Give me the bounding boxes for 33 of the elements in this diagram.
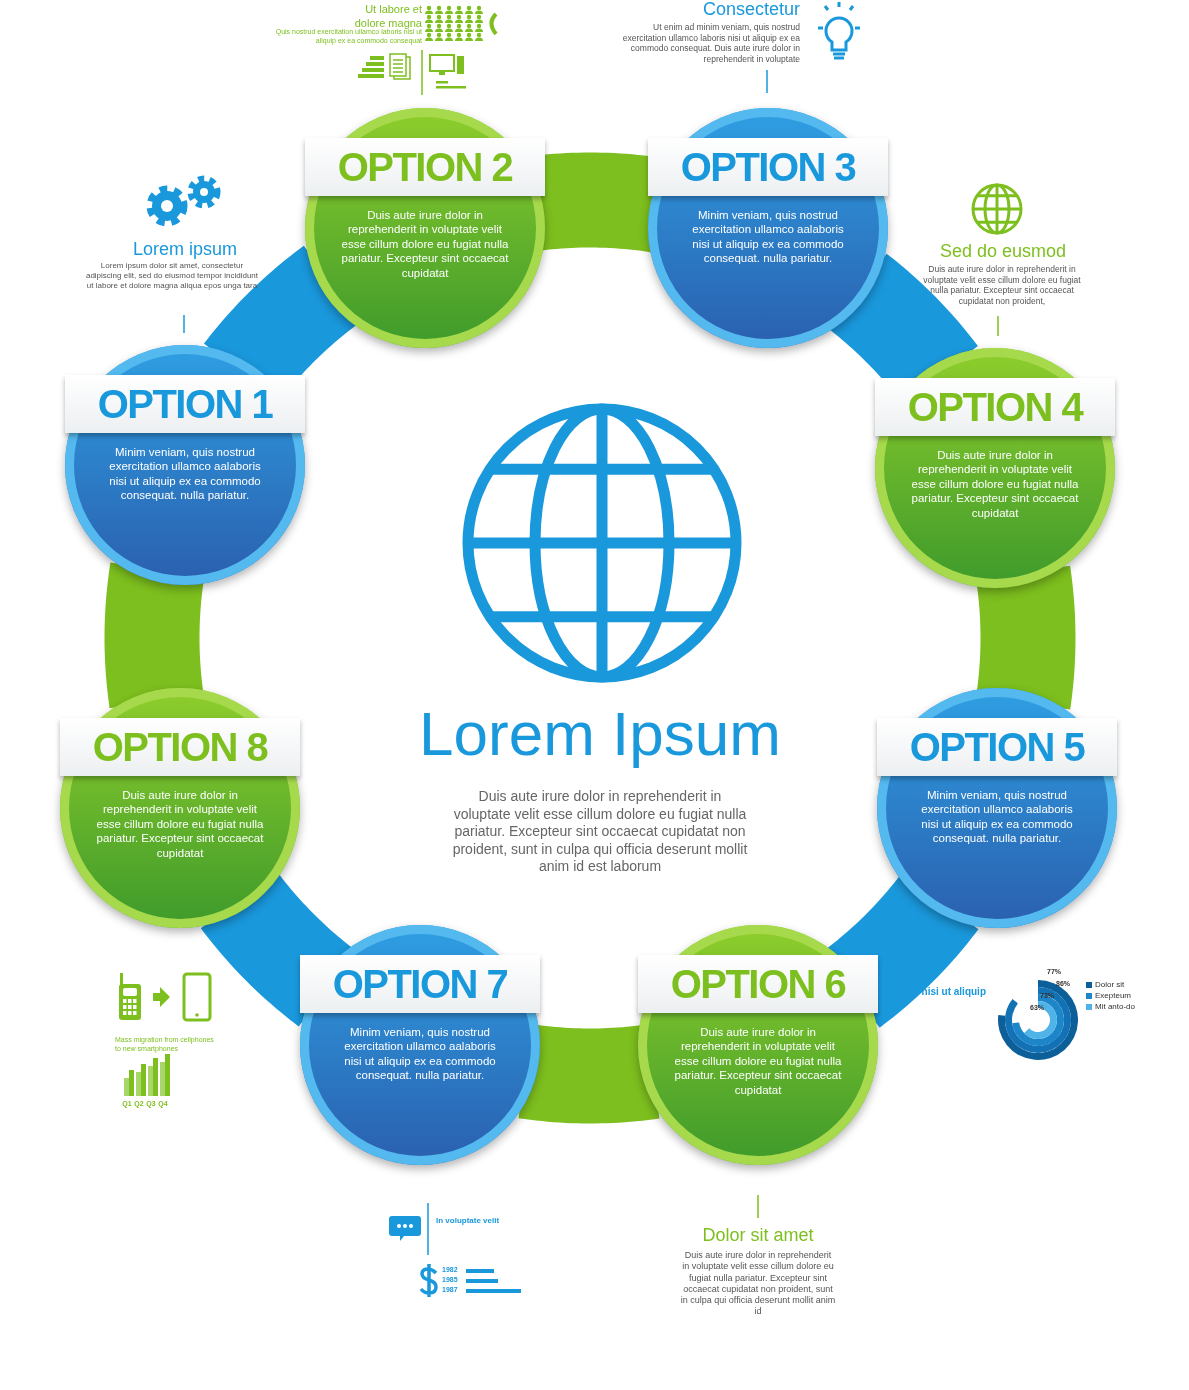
option-heading: OPTION 5: [877, 718, 1117, 776]
block-heading: Consectetur: [701, 0, 800, 21]
block-text: Duis aute irure dolor in reprehenderit in voluptate velit esse cillum dolore eu fugiat nulla pariatur. Excepteur sint occaecat cupidatat non proident, sunt in culpa qui officia deserunt mollit anim id: [680, 1250, 836, 1318]
option-heading: OPTION 1: [65, 375, 305, 433]
option-circle: [648, 108, 888, 348]
option-circle: [305, 108, 545, 348]
block-text: Lorem ipsum dolor sit amet, consectetur adipiscing elit, sed do eiusmod tempor incididunt ut labore et dolore magna aliqua epos unga tara: [84, 261, 260, 291]
block-heading: Ut labore et dolore magna: [353, 3, 422, 29]
block-heading: Dolor sit amet: [701, 1224, 815, 1247]
block-heading: Lorem ipsum: [131, 238, 238, 261]
option-description: Duis aute irure dolor in reprehenderit in voluptate velit esse cillum dolore eu fugiat nulla pariatur. Excepteur sint occaecat cupidatat: [341, 208, 509, 280]
center-text: Duis aute irure dolor in reprehenderit in voluptate velit esse cillum dolore eu fugiat nulla pariatur. Excepteur sint occaecat cupidatat non proident, sunt in culpa qui officia deserunt mollit anim id est laborum: [452, 788, 748, 876]
option-description: Minim veniam, quis nostrud exercitation ullamco aalaboris nisi ut aliquip ex ea commodo consequat. nulla pariatur.: [108, 445, 262, 503]
main-title: Lorem Ipsum: [418, 700, 782, 769]
option-description: Minim veniam, quis nostrud exercitation ullamco aalaboris nisi ut aliquip ex ea commodo consequat. nulla pariatur.: [343, 1025, 497, 1083]
block-heading: In voluptate velit: [436, 1216, 501, 1226]
option-description: Duis aute irure dolor in reprehenderit in voluptate velit esse cillum dolore eu fugiat nulla pariatur. Excepteur sint occaecat cupidatat: [96, 788, 264, 860]
option-description: Duis aute irure dolor in reprehenderit in voluptate velit esse cillum dolore eu fugiat nulla pariatur. Excepteur sint occaecat cupidatat: [911, 448, 1079, 520]
option-heading: OPTION 7: [300, 955, 540, 1013]
option-heading: OPTION 4: [875, 378, 1115, 436]
option-heading: OPTION 3: [648, 138, 888, 196]
block-text: Ut enim ad minim veniam, quis nostrud exercitation ullamco laboris nisi ut aliquip ex ea commodo consequat. Duis aute irure dolor in reprehenderit in voluptate: [621, 22, 800, 65]
option-description: Minim veniam, quis nostrud exercitation ullamco aalaboris nisi ut aliquip ex ea commodo consequat. nulla pariatur.: [920, 788, 1074, 846]
option-description: Duis aute irure dolor in reprehenderit in voluptate velit esse cillum dolore eu fugiat nulla pariatur. Excepteur sint occaecat cupidatat: [674, 1025, 842, 1097]
option-heading: OPTION 8: [60, 718, 300, 776]
legend-label: Exepteum: [1095, 991, 1132, 1000]
legend-label: Mit anto-do: [1095, 1002, 1136, 1011]
option-heading: OPTION 6: [638, 955, 878, 1013]
option-description: Minim veniam, quis nostrud exercitation ullamco aalaboris nisi ut aliquip ex ea commodo consequat. nulla pariatur.: [691, 208, 845, 266]
option-heading: OPTION 2: [305, 138, 545, 196]
legend-label: Dolor sit: [1095, 980, 1125, 989]
block-heading: Sed do eusmod: [938, 240, 1068, 263]
block-text: Duis aute irure dolor in reprehenderit in voluptate velit esse cillum dolore eu fugiat nulla pariatur. Excepteur sint occaecat cupidatat non proident,: [922, 264, 1082, 307]
